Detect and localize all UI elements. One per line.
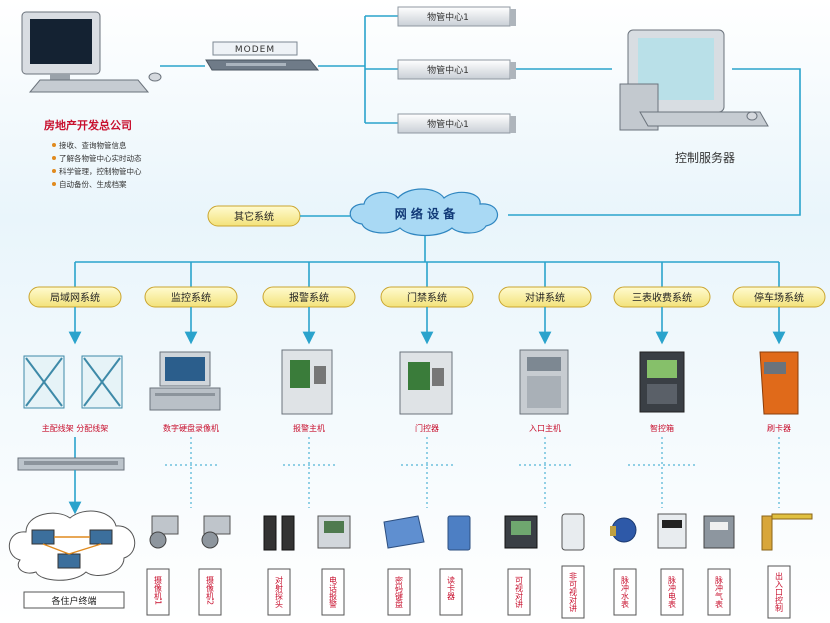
center-box: 物管中心1	[397, 59, 516, 80]
terminal-label-box: 电话报警	[321, 568, 345, 616]
video-intercom-icon	[504, 515, 538, 549]
network-label: 网 络 设 备	[395, 206, 457, 221]
system-pill: 门禁系统	[380, 286, 474, 308]
other-system-pill: 其它系统	[207, 205, 301, 227]
system-pill: 停车场系统	[732, 286, 826, 308]
hq-bullet: 接收、查询物管信息	[59, 140, 127, 150]
terminal-label: 脉冲气表	[715, 575, 724, 609]
device-arrows	[68, 307, 786, 345]
hq-bullet: 了解各物管中心实时动态	[59, 153, 142, 163]
terminal-label: 非可视对讲	[569, 571, 578, 613]
terminal-label-box: 摄像机2	[198, 568, 222, 616]
system-name: 报警系统	[289, 291, 329, 304]
modem-label: MODEM	[235, 45, 275, 55]
center-box: 物管中心1	[397, 6, 516, 27]
device-label: 智控箱	[650, 423, 674, 433]
terminal-label-box: 密码键盘	[387, 568, 411, 616]
network-cloud: 网 络 设 备	[349, 188, 498, 237]
barrier-gate-icon	[761, 513, 813, 551]
alarm-host-icon	[281, 349, 333, 415]
control-box-icon	[639, 351, 685, 413]
terminal-label-box: 脉冲气表	[707, 568, 731, 616]
terminal-label: 脉冲电表	[668, 575, 677, 609]
dvr-icon	[149, 351, 221, 411]
patch-frame-icon	[23, 355, 123, 409]
system-pill: 报警系统	[262, 286, 356, 308]
center-label: 物管中心1	[427, 11, 469, 23]
device-label: 入口主机	[529, 423, 561, 433]
system-pill: 监控系统	[144, 286, 238, 308]
terminal-label-box: 可视对讲	[507, 568, 531, 616]
water-meter-icon	[610, 517, 637, 543]
hq-bullet: 自动备份、生成档案	[59, 179, 127, 189]
system-pill: 对讲系统	[498, 286, 592, 308]
door-controller-icon	[399, 351, 453, 415]
device-label: 门控器	[415, 423, 439, 433]
system-name: 门禁系统	[407, 291, 447, 304]
terminal-label-box: 对射探头	[267, 568, 291, 616]
terminal-label: 摄像机1	[154, 576, 163, 605]
terminal-label-box: 脉冲水表	[613, 568, 637, 616]
system-name: 局域网系统	[50, 291, 100, 304]
hq-bullets: 接收、查询物管信息 了解各物管中心实时动态 科学管理，控制物管中心 自动备份、生…	[52, 140, 142, 189]
terminal-label: 脉冲水表	[621, 575, 630, 609]
system-name: 三表收费系统	[632, 291, 692, 304]
device-label: 刷卡器	[767, 423, 791, 433]
hq-title: 房地产开发总公司	[44, 118, 132, 132]
card-reader-icon	[759, 351, 799, 415]
pill-drops	[74, 262, 780, 287]
entry-panel-icon	[519, 349, 569, 415]
keypad-icon	[383, 515, 425, 549]
system-name: 对讲系统	[525, 291, 565, 304]
terminal-label-box: 读卡器	[439, 568, 463, 616]
terminal-label: 密码键盘	[395, 575, 404, 608]
device-label: 主配线架 分配线架	[42, 423, 109, 433]
terminal-label: 可视对讲	[515, 576, 524, 609]
other-system-label: 其它系统	[234, 210, 274, 223]
system-pill: 三表收费系统	[613, 286, 711, 308]
system-name: 监控系统	[171, 291, 211, 304]
phone-alarm-icon	[317, 515, 351, 549]
center-label: 物管中心1	[427, 64, 469, 76]
terminal-label-box: 脉冲电表	[660, 568, 684, 616]
device-label: 数字硬盘录像机	[163, 423, 219, 433]
device-label: 报警主机	[293, 423, 325, 433]
electric-meter-icon	[657, 513, 687, 549]
terminal-label-box: 非可视对讲	[561, 565, 585, 619]
terminal-label: 各住户终端	[51, 595, 96, 607]
terminal-label: 读卡器	[447, 575, 456, 601]
audio-intercom-icon	[561, 513, 585, 551]
camera-icon	[201, 515, 231, 549]
server-label: 控制服务器	[675, 150, 735, 165]
gas-meter-icon	[703, 515, 735, 549]
terminal-label-box: 摄像机1	[146, 568, 170, 616]
hq-bullet: 科学管理，控制物管中心	[59, 166, 142, 176]
beam-detector-icon	[263, 515, 295, 551]
reader-icon	[447, 515, 471, 551]
terminal-label-box: 各住户终端	[23, 591, 125, 609]
switch-icon	[17, 457, 125, 471]
center-label: 物管中心1	[427, 118, 469, 130]
camera-icon	[149, 515, 179, 549]
terminal-label: 摄像机2	[206, 576, 215, 605]
lan-terminals-cloud	[9, 510, 136, 581]
terminal-label: 出入口控制	[775, 571, 784, 613]
modem-icon: MODEM	[205, 41, 320, 71]
terminal-label-box: 出入口控制	[767, 565, 791, 619]
link-line	[508, 68, 801, 216]
terminal-label: 对射探头	[275, 575, 284, 609]
system-pill: 局域网系统	[28, 286, 122, 308]
system-name: 停车场系统	[754, 291, 804, 304]
terminal-label: 电话报警	[329, 575, 338, 609]
server-computer-icon	[619, 29, 769, 131]
dotted-links	[165, 437, 780, 508]
hq-computer-icon	[21, 11, 162, 93]
center-box: 物管中心1	[397, 113, 516, 134]
